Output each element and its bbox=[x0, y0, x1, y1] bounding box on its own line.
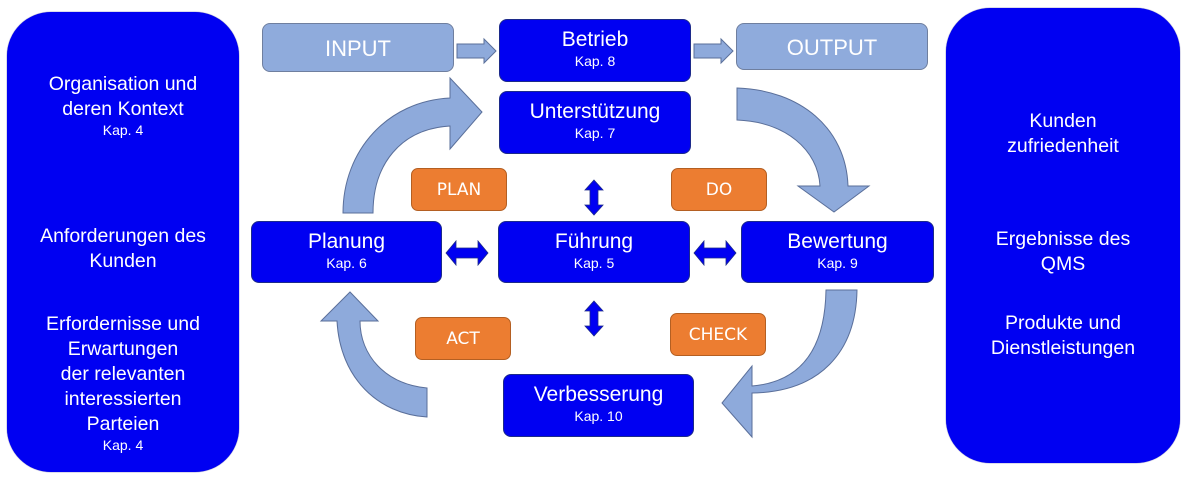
text-line: Organisation und bbox=[48, 73, 198, 95]
chapter-ref: Kap. 5 bbox=[573, 255, 615, 271]
chapter-ref: Kap. 4 bbox=[102, 437, 144, 453]
planning-leadership-double-arrow bbox=[445, 239, 489, 267]
act-text: ACT bbox=[446, 329, 480, 349]
text-line: deren Kontext bbox=[62, 98, 184, 120]
chapter-ref: Kap. 9 bbox=[817, 255, 858, 271]
chapter-ref: Kap. 6 bbox=[326, 255, 367, 271]
text-line: QMS bbox=[1040, 253, 1086, 275]
text-line: Erfordernisse und bbox=[46, 313, 200, 335]
left-panel-requirements: Organisation und deren Kontext Kap. 4 An… bbox=[7, 12, 239, 472]
text-line: zufriedenheit bbox=[1007, 135, 1119, 157]
text-line: der relevanten bbox=[60, 363, 186, 385]
text-line: Parteien bbox=[86, 413, 160, 435]
check-text: CHECK bbox=[688, 325, 748, 345]
text-line: Ergebnisse des bbox=[995, 228, 1131, 250]
chapter-ref: Kap. 4 bbox=[102, 122, 144, 138]
box-title: Bewertung bbox=[787, 230, 888, 253]
context-block: Organisation und deren Kontext Kap. 4 bbox=[7, 72, 239, 138]
text-line: Erwartungen bbox=[67, 338, 179, 360]
support-leadership-double-arrow bbox=[584, 179, 604, 216]
box-title: Verbesserung bbox=[533, 383, 664, 406]
chapter-ref: Kap. 10 bbox=[574, 408, 623, 424]
products-services-block: Produkte und Dienstleistungen bbox=[946, 311, 1180, 361]
support-box: Unterstützung Kap. 7 bbox=[499, 91, 691, 154]
chapter-ref: Kap. 7 bbox=[574, 125, 616, 141]
check-curved-arrow bbox=[721, 289, 858, 439]
output-box: OUTPUT bbox=[736, 23, 928, 70]
customer-requirements-block: Anforderungen des Kunden bbox=[7, 224, 239, 274]
box-title: Planung bbox=[307, 230, 386, 253]
interested-parties-block: Erfordernisse und Erwartungen der releva… bbox=[7, 312, 239, 453]
text-line: Kunden bbox=[89, 250, 157, 272]
box-title: Führung bbox=[554, 230, 634, 253]
qms-results-block: Ergebnisse des QMS bbox=[946, 227, 1180, 277]
leadership-improvement-double-arrow bbox=[584, 300, 604, 337]
text-line: interessierten bbox=[64, 388, 182, 410]
text-line: Anforderungen des bbox=[40, 225, 206, 247]
operation-box: Betrieb Kap. 8 bbox=[499, 19, 691, 82]
input-label: INPUT bbox=[325, 36, 391, 61]
act-curved-arrow bbox=[319, 291, 428, 418]
box-title: Betrieb bbox=[561, 28, 629, 51]
plan-text: PLAN bbox=[436, 180, 482, 200]
plan-label: PLAN bbox=[411, 168, 507, 211]
box-title: Unterstützung bbox=[529, 100, 661, 123]
do-label: DO bbox=[671, 168, 767, 211]
right-panel-results: Kunden zufriedenheit Ergebnisse des QMS … bbox=[946, 8, 1180, 463]
evaluation-box: Bewertung Kap. 9 bbox=[741, 221, 934, 283]
operation-to-output-arrow bbox=[693, 37, 734, 65]
leadership-box: Führung Kap. 5 bbox=[498, 221, 690, 283]
customer-satisfaction-block: Kunden zufriedenheit bbox=[946, 109, 1180, 159]
chapter-ref: Kap. 8 bbox=[574, 53, 616, 69]
planning-box: Planung Kap. 6 bbox=[251, 221, 442, 283]
plan-curved-arrow bbox=[342, 76, 483, 214]
input-to-operation-arrow bbox=[456, 37, 497, 65]
text-line: Kunden bbox=[1029, 110, 1097, 132]
act-label: ACT bbox=[415, 317, 511, 360]
improvement-box: Verbesserung Kap. 10 bbox=[503, 374, 694, 437]
output-label: OUTPUT bbox=[786, 35, 878, 60]
leadership-evaluation-double-arrow bbox=[693, 239, 737, 267]
input-box: INPUT bbox=[262, 23, 454, 72]
text-line: Dienstleistungen bbox=[990, 337, 1136, 359]
check-label: CHECK bbox=[670, 313, 766, 356]
do-text: DO bbox=[705, 180, 733, 200]
do-curved-arrow bbox=[736, 87, 871, 213]
text-line: Produkte und bbox=[1004, 312, 1121, 334]
